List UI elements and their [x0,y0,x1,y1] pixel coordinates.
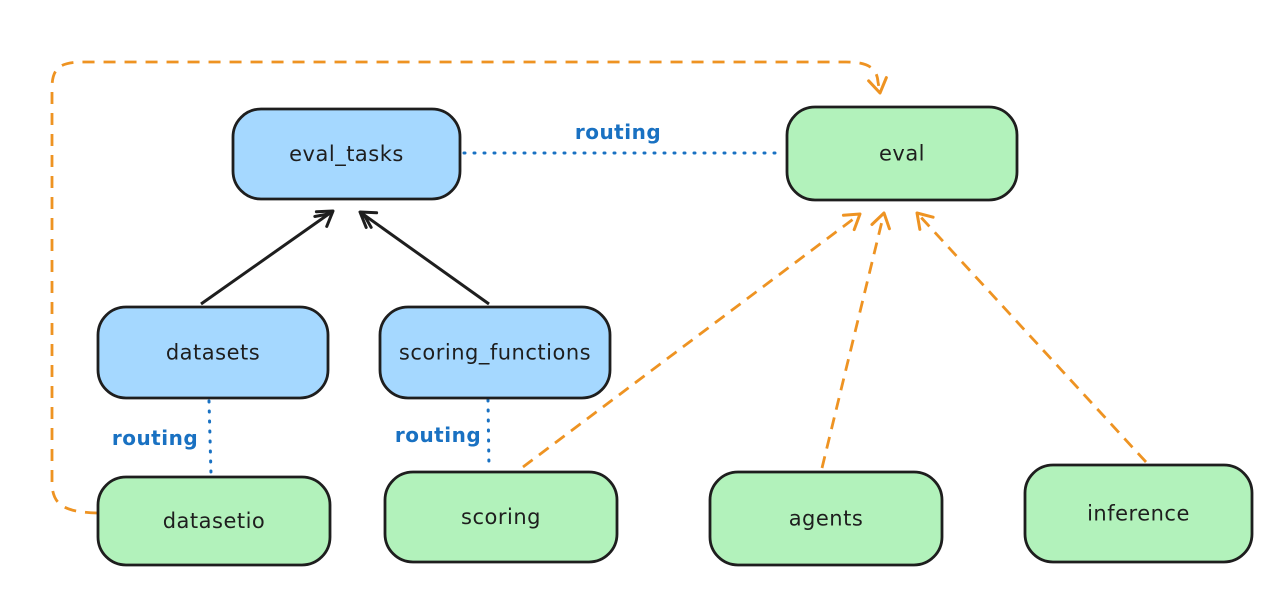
datasets-box [96,305,330,400]
edge-inference-to-eval [915,211,1148,463]
eval_tasks-label: eval_tasks [289,142,404,167]
inference-label: inference [1087,502,1190,526]
node-eval: eval [785,105,1019,202]
scoring_functions-label: scoring_functions [399,341,591,366]
inference-box [1023,463,1254,564]
eval-label: eval [879,142,925,166]
node-eval_tasks: eval_tasks [231,107,462,201]
nodes-layer: eval_tasks eval datasets scoring_functionsd… [96,105,1254,567]
datasetio-box [96,475,332,567]
node-datasets: datasets [96,305,330,400]
routing-label-2: routing [112,426,198,450]
edge-scoring-to-eval [522,212,862,469]
eval-box [785,105,1019,202]
eval_tasks-box [231,107,462,201]
edge-agents-to-eval [820,211,891,469]
node-datasetio: datasetio [96,475,332,567]
edge-datasets-to-eval_tasks [200,209,335,306]
node-agents: agents [708,470,944,567]
agents-box [708,470,944,567]
edges-layer [50,60,1148,515]
scoring_functions-box [378,305,612,400]
edge-labels-layer: routing routing routing [112,120,661,450]
node-inference: inference [1023,463,1254,564]
datasets-label: datasets [166,341,260,365]
edge-datasets-datasetio-routing [207,399,213,476]
node-scoring: scoring [383,470,619,564]
edge-scoring_functions-to-eval_tasks [358,210,490,306]
edge-scoring_functions-scoring-routing [486,398,491,471]
scoring-box [383,470,619,564]
routing-label-3: routing [395,423,481,447]
datasetio-label: datasetio [163,509,266,533]
agents-label: agents [789,507,864,531]
node-scoring_functions: scoring_functions [378,305,612,400]
scoring-label: scoring [461,505,541,529]
routing-label-1: routing [575,120,661,144]
